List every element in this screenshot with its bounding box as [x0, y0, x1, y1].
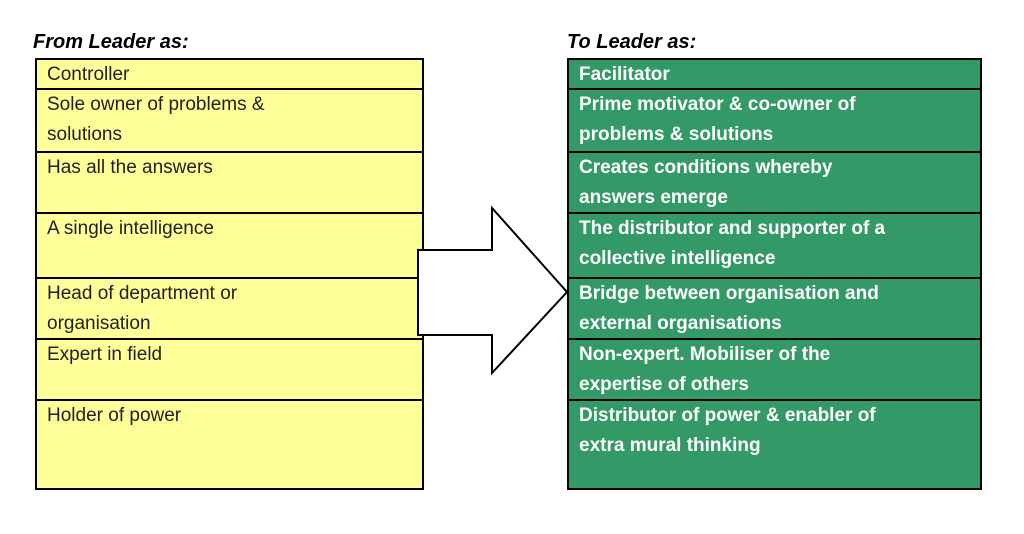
table-row: The distributor and supporter of a colle…	[569, 214, 980, 279]
cell-line: Prime motivator & co-owner of	[579, 94, 856, 115]
table-row: Creates conditions whereby answers emerg…	[569, 153, 980, 214]
table-row: Distributor of power & enabler of extra …	[569, 401, 980, 488]
cell-line: Holder of power	[47, 405, 182, 426]
cell-line: Facilitator	[579, 64, 670, 85]
table-row: Expert in field	[37, 340, 422, 401]
to-leader-table: Facilitator Prime motivator & co-owner o…	[567, 58, 982, 490]
cell-line: organisation	[47, 313, 151, 334]
from-leader-table: Controller Sole owner of problems & solu…	[35, 58, 424, 490]
table-row: A single intelligence	[37, 214, 422, 279]
table-row: Has all the answers	[37, 153, 422, 214]
table-row: Facilitator	[569, 60, 980, 90]
cell-line: expertise of others	[579, 374, 749, 395]
right-arrow-icon	[417, 204, 570, 377]
table-row: Controller	[37, 60, 422, 90]
cell-line: answers emerge	[579, 187, 728, 208]
table-row: Non-expert. Mobiliser of the expertise o…	[569, 340, 980, 401]
cell-line: Head of department or	[47, 283, 238, 304]
cell-line: A single intelligence	[47, 218, 214, 239]
cell-line: collective intelligence	[579, 248, 776, 269]
cell-line: Has all the answers	[47, 157, 213, 178]
cell-line: Non-expert. Mobiliser of the	[579, 344, 831, 365]
table-row: Sole owner of problems & solutions	[37, 90, 422, 153]
to-leader-title: To Leader as:	[567, 31, 697, 53]
table-row: Prime motivator & co-owner of problems &…	[569, 90, 980, 153]
cell-line: solutions	[47, 124, 122, 145]
cell-line: Sole owner of problems &	[47, 94, 265, 115]
from-leader-title: From Leader as:	[33, 31, 189, 53]
table-row: Bridge between organisation and external…	[569, 279, 980, 340]
cell-line: Creates conditions whereby	[579, 157, 833, 178]
cell-line: Bridge between organisation and	[579, 283, 879, 304]
cell-line: external organisations	[579, 313, 782, 334]
cell-line: Distributor of power & enabler of	[579, 405, 876, 426]
cell-line: The distributor and supporter of a	[579, 218, 886, 239]
cell-line: extra mural thinking	[579, 435, 761, 456]
cell-line: Expert in field	[47, 344, 163, 365]
cell-line: Controller	[47, 64, 130, 85]
table-row: Head of department or organisation	[37, 279, 422, 340]
cell-line: problems & solutions	[579, 124, 774, 145]
table-row: Holder of power	[37, 401, 422, 488]
